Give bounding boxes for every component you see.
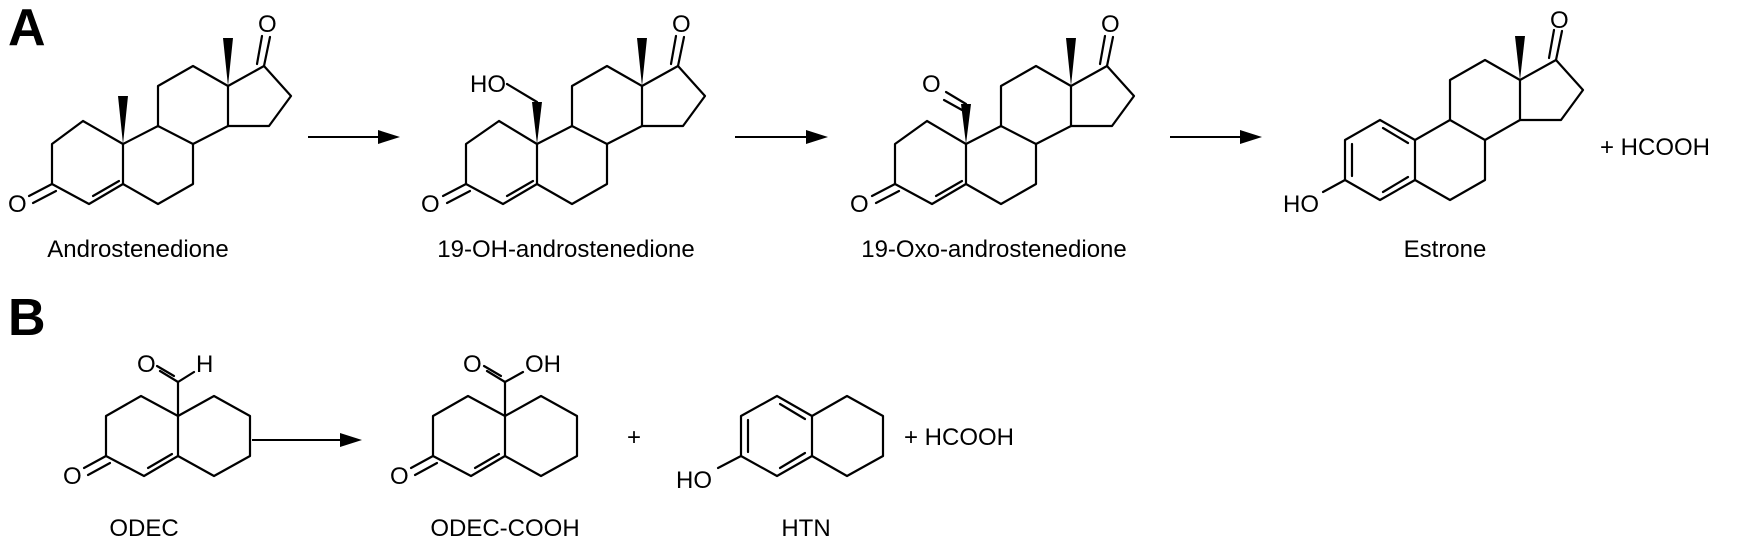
atom-o-19-oxo-aldehyde: O [922,71,941,98]
atom-o-19-oh-17: O [672,11,691,38]
label-odec-cooh: ODEC-COOH [430,515,579,542]
atom-o-19-oxo-17: O [1101,11,1120,38]
label-19-oxo-androstenedione: 19-Oxo-androstenedione [861,236,1127,263]
structure-androstenedione [27,34,293,206]
atom-o-odec-aldehyde: O [137,351,156,378]
reaction-arrow-1 [308,130,400,144]
panel-label-b: B [8,289,46,347]
structure-odec [82,364,252,478]
atom-h-odec-aldehyde: H [196,351,213,378]
reaction-arrow-2 [735,130,828,144]
label-estrone: Estrone [1404,236,1487,263]
structure-19-oh-androstenedione [441,34,707,206]
label-androstenedione: Androstenedione [47,236,228,263]
atom-o-androstenedione-17: O [258,11,277,38]
atom-ho-estrone: HO [1283,191,1319,218]
atom-o-estrone-17: O [1550,7,1569,34]
atom-o-odec-ketone: O [63,463,82,490]
atom-oh-odec-cooh: OH [525,351,561,378]
structure-19-oxo-androstenedione [870,34,1136,206]
structure-odec-cooh [409,364,579,478]
structure-estrone [1321,28,1585,202]
structure-htn [716,394,885,478]
atom-o-19-oxo-3: O [850,191,869,218]
plus-sign-b: + [627,424,641,451]
atom-o-androstenedione-3: O [8,191,27,218]
byproduct-formic-acid-b: + HCOOH [904,424,1014,451]
atom-o-odec-cooh-ketone: O [390,463,409,490]
atom-ho-19-oh: HO [470,71,506,98]
panel-label-a: A [8,0,46,57]
label-19-oh-androstenedione: 19-OH-androstenedione [437,236,695,263]
label-htn: HTN [781,515,830,542]
label-odec: ODEC [109,515,178,542]
atom-ho-htn: HO [676,467,712,494]
reaction-arrow-b [252,433,362,447]
atom-o-odec-cooh-carbonyl: O [463,351,482,378]
atom-o-19-oh-3: O [421,191,440,218]
byproduct-formic-acid-a: + HCOOH [1600,134,1710,161]
reaction-arrow-3 [1170,130,1262,144]
